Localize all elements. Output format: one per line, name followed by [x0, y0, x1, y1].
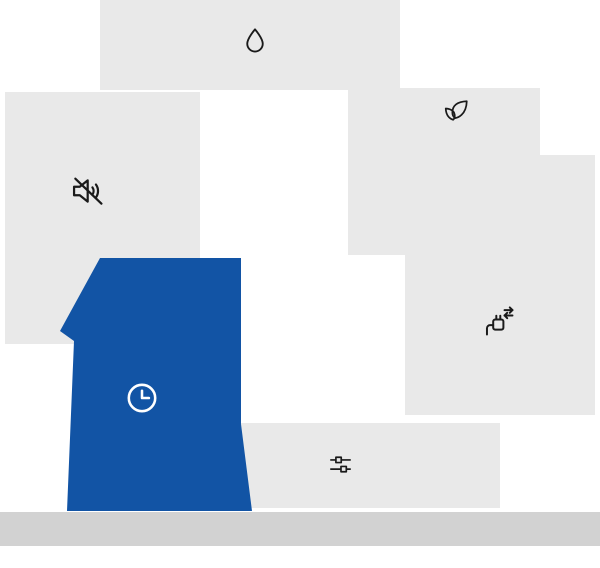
- sliders-icon: [326, 450, 355, 479]
- leaves-icon: [441, 97, 471, 127]
- volume-muted-tile: [5, 92, 200, 344]
- clock-icon: [124, 380, 160, 416]
- water-drop-icon: [240, 25, 270, 57]
- speaker-muted-icon: [69, 172, 107, 210]
- water-drop-tile: [100, 0, 400, 90]
- power-source-tile: [405, 155, 595, 415]
- plug-swap-icon: [483, 305, 517, 339]
- bottom-bar: [0, 512, 600, 546]
- options-tile: [210, 423, 500, 508]
